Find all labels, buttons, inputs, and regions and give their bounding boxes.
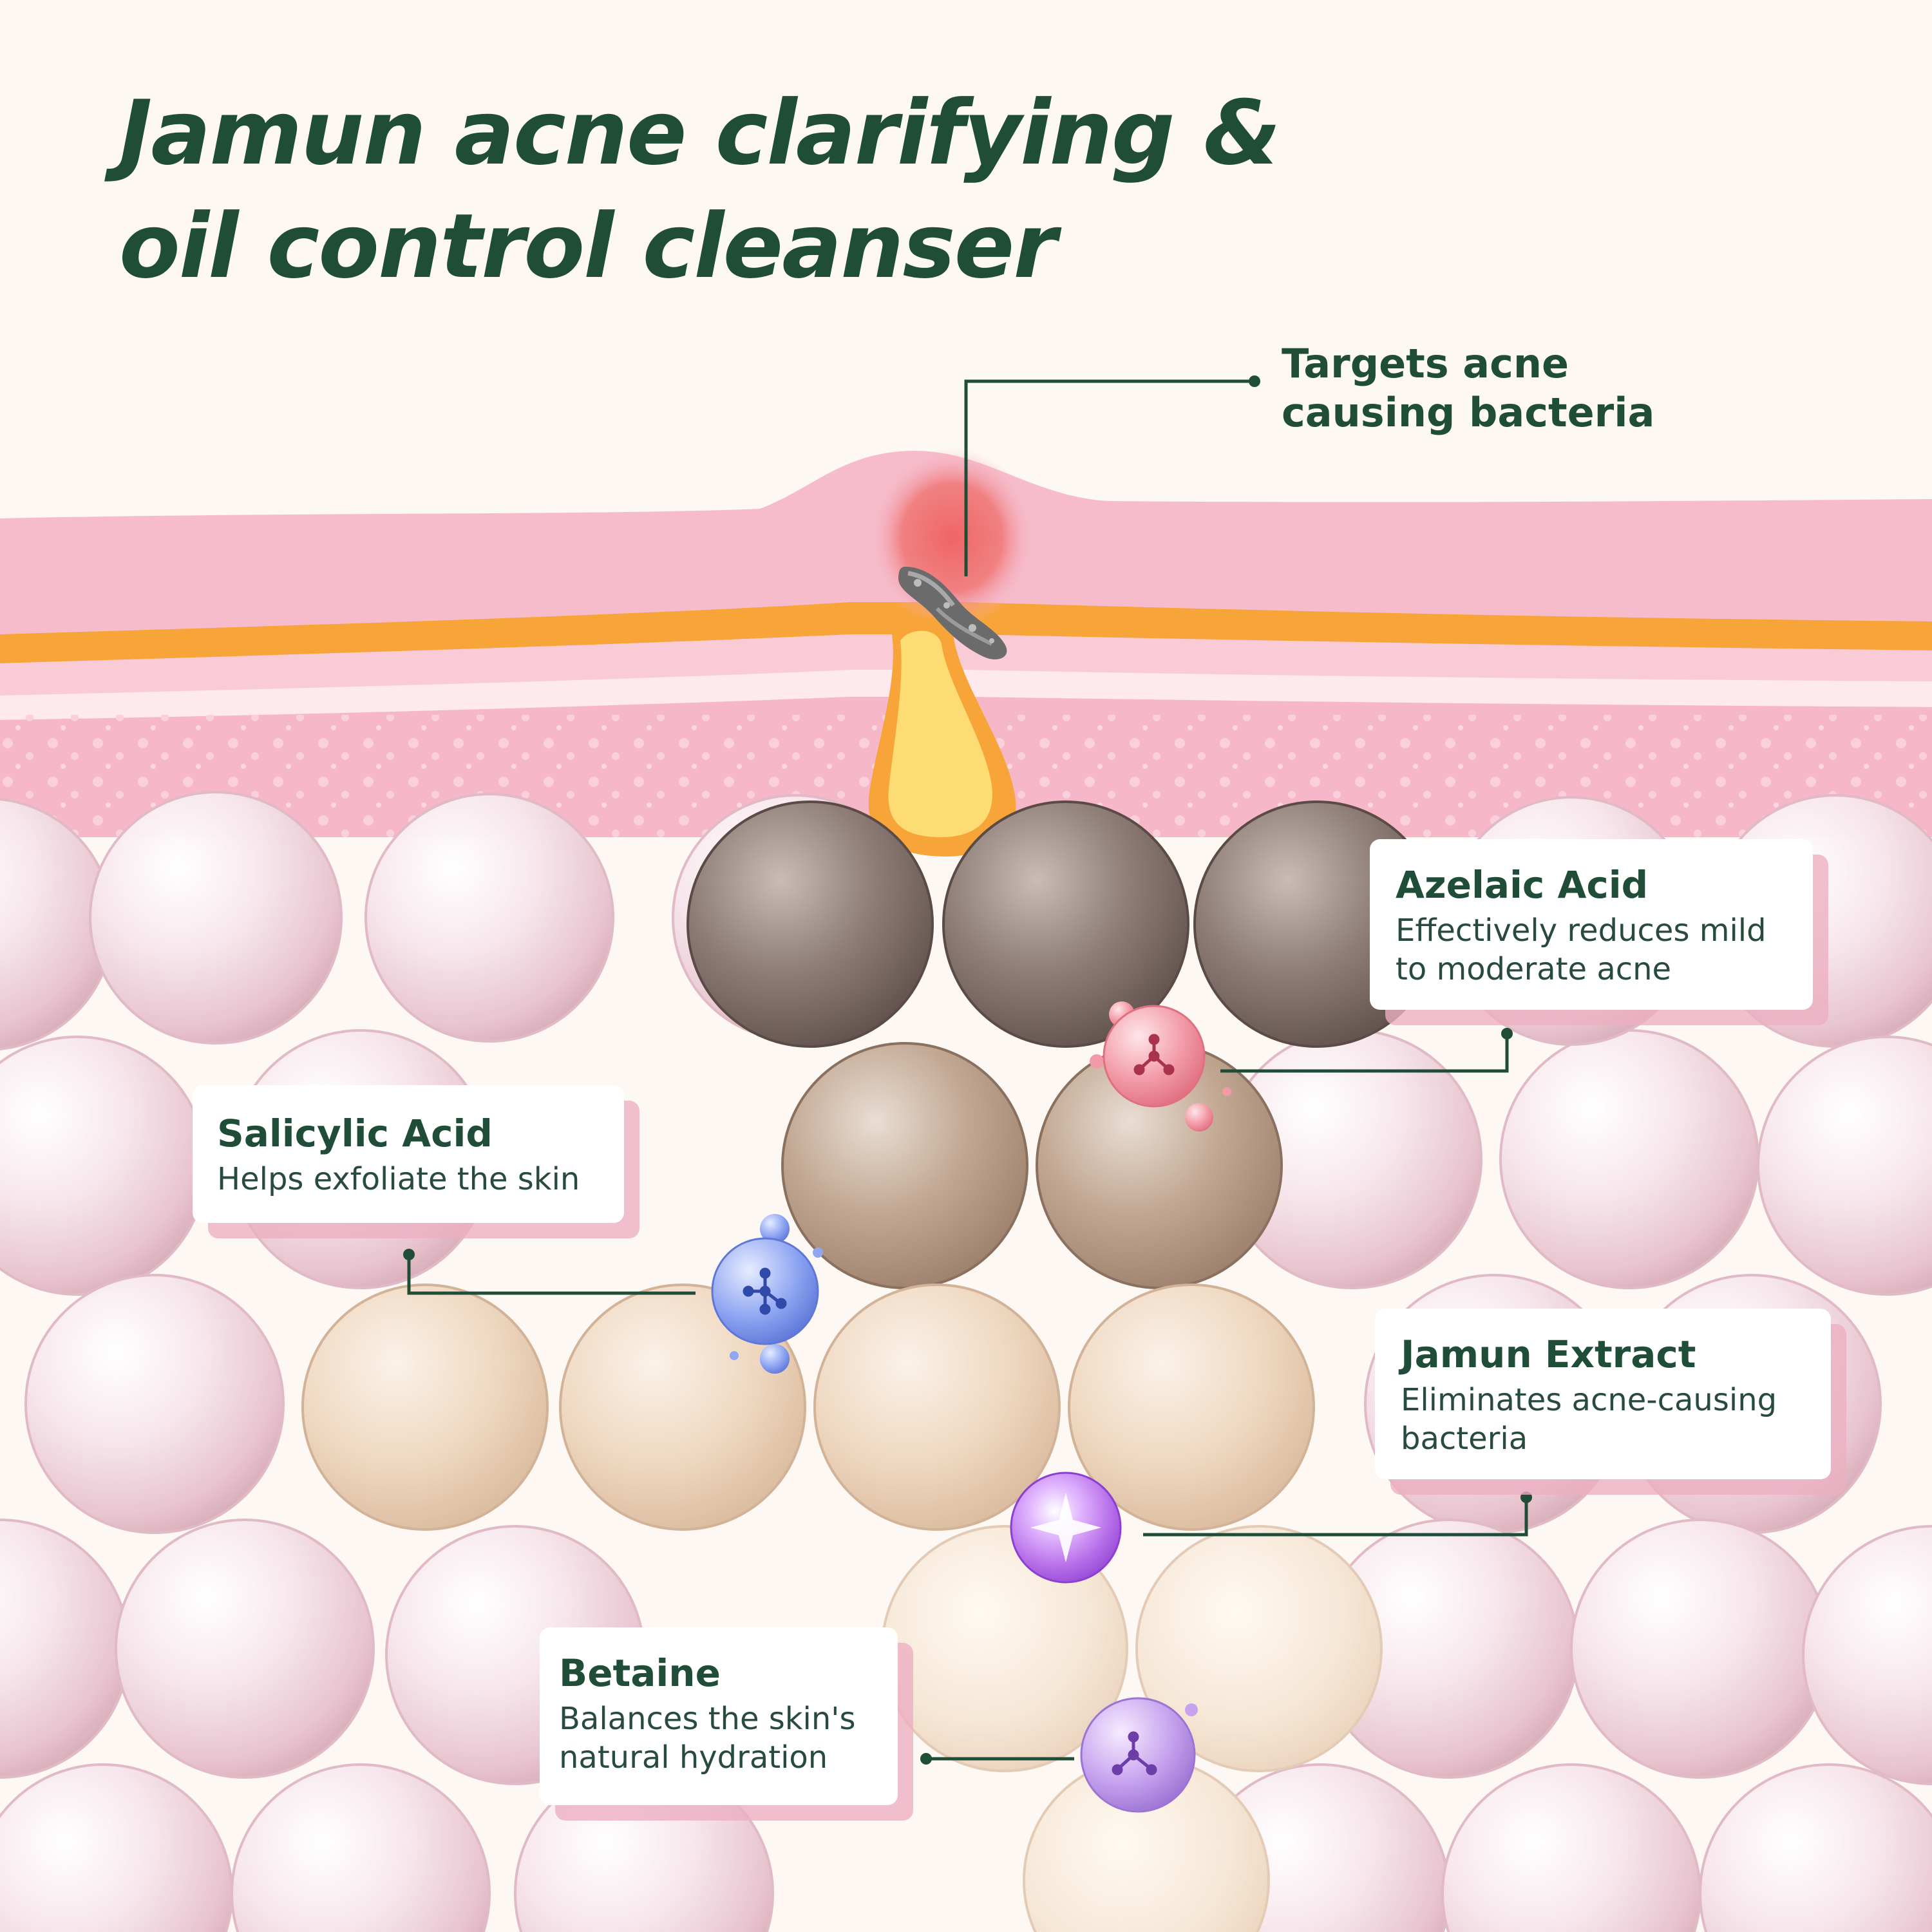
ingredient-description: Effectively reduces mild to moderate acn…: [1396, 911, 1813, 989]
page-title-line-2: oil control cleanser: [119, 194, 1057, 298]
ingredient-card-jamun-extract: Jamun Extract Eliminates acne-causing ba…: [1375, 1309, 1831, 1479]
ingredient-name: Salicylic Acid: [217, 1112, 493, 1155]
ingredient-name: Jamun Extract: [1401, 1332, 1696, 1376]
clogged-cells-light: [301, 1283, 1315, 1531]
molecule-icon: [1112, 1731, 1157, 1776]
ingredient-description-line-2: natural hydration: [559, 1739, 828, 1776]
clear-cells-row-5: [0, 1763, 1932, 1932]
ingredient-description-line-1: Balances the skin's: [559, 1701, 856, 1737]
ingredient-description: Eliminates acne-causing bacteria: [1401, 1381, 1831, 1458]
ingredient-name: Betaine: [559, 1651, 721, 1695]
connector-dots: [403, 375, 1532, 1765]
page-title-line-1: Jamun acne clarifying &: [119, 81, 1281, 185]
connector-lines: [407, 379, 1528, 1761]
ingredient-card-betaine: Betaine Balances the skin's natural hydr…: [540, 1627, 898, 1805]
azelaic-connector: [1220, 1034, 1509, 1073]
clogged-cells-dark: [687, 800, 1441, 1048]
ingredient-card-azelaic-acid: Azelaic Acid Effectively reduces mild to…: [1370, 839, 1813, 1010]
pink-lower-band: [0, 634, 1932, 696]
sebum-plug: [888, 630, 992, 837]
bacteria-icon: [898, 567, 1007, 659]
ingredient-description-line-1: Eliminates acne-causing: [1401, 1382, 1777, 1418]
sparkle-icon: [1030, 1493, 1101, 1562]
bacteria-callout: Targets acne causing bacteria: [1282, 339, 1654, 437]
ingredient-description: Helps exfoliate the skin: [217, 1161, 580, 1197]
bacteria-connector: [964, 379, 1255, 576]
jamun-connector: [1143, 1497, 1528, 1537]
ingredient-description-line-2: bacteria: [1401, 1421, 1528, 1457]
salicylic-connector: [407, 1255, 696, 1295]
ingredient-description-line-2: to moderate acne: [1396, 951, 1672, 987]
ingredient-card-salicylic-acid: Salicylic Acid Helps exfoliate the skin: [193, 1085, 624, 1223]
ingredient-description: Balances the skin's natural hydration: [559, 1700, 898, 1777]
bacteria-callout-line-2: causing bacteria: [1282, 389, 1655, 436]
molecule-icon: [1133, 1034, 1175, 1075]
bacteria-callout-line-1: Targets acne: [1282, 340, 1569, 387]
ingredient-name: Azelaic Acid: [1396, 863, 1649, 907]
clear-cells-row-4: [0, 1519, 1932, 1785]
clogged-cells-mid: [781, 1042, 1283, 1289]
molecule-icon: [743, 1267, 787, 1315]
ingredient-description-line-1: Effectively reduces mild: [1396, 913, 1766, 949]
